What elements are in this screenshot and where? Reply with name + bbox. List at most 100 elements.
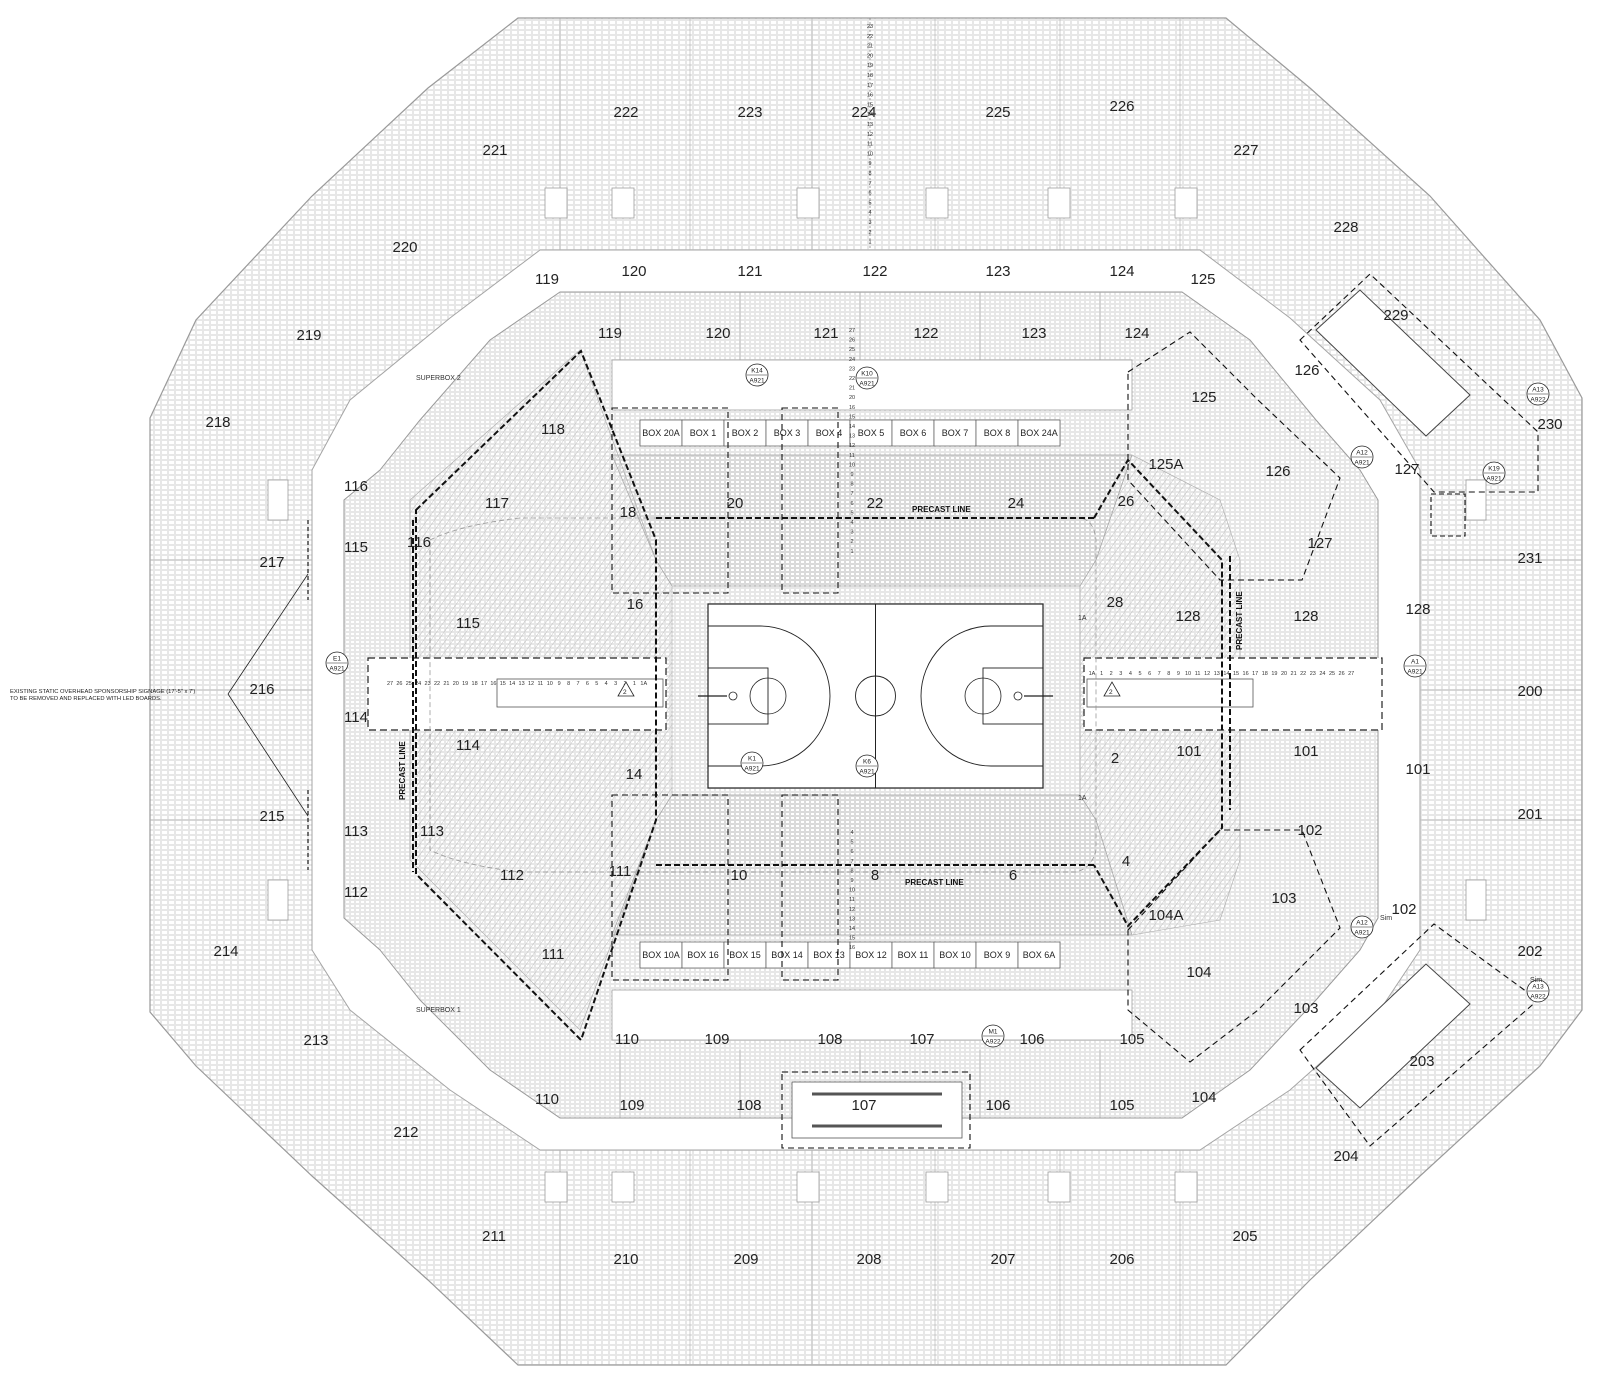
section-label-104: 104	[1186, 964, 1211, 981]
sim-label-2: Sim	[1530, 977, 1542, 984]
suite-box	[891, 419, 935, 447]
detail-tag-bottom: A921	[859, 381, 875, 388]
row-number: 10	[547, 681, 553, 687]
scope-box-m1	[781, 1071, 971, 1149]
row-number: 7	[868, 181, 871, 187]
section-label-221: 221	[482, 142, 507, 159]
floor-boundary	[429, 517, 1097, 873]
row-number: 1	[633, 681, 636, 687]
row-number: 26	[849, 338, 855, 344]
section-label-125: 125	[1190, 271, 1215, 288]
row-number: 12	[528, 681, 534, 687]
superbox-1-label: SUPERBOX 1	[416, 1007, 461, 1014]
row-number: 19	[462, 681, 468, 687]
section-label-121: 121	[813, 325, 838, 342]
row-number: 2	[868, 230, 871, 236]
section-label-116: 116	[407, 534, 431, 551]
suite-box	[1017, 941, 1061, 969]
row-number: 14	[509, 681, 515, 687]
section-label-108: 108	[817, 1031, 842, 1048]
suite-box-label: BOX 6A	[1023, 950, 1056, 960]
row-number: 8	[850, 482, 853, 488]
suite-box-label: BOX 13	[813, 950, 845, 960]
floor-section-label-4: 4	[1122, 853, 1130, 870]
row-number: 11	[867, 142, 873, 148]
section-label-122: 122	[862, 263, 887, 280]
section-label-127: 127	[1307, 535, 1332, 552]
section-label-124: 124	[1124, 325, 1149, 342]
row-number: 21	[443, 681, 449, 687]
section-label-207: 207	[990, 1251, 1015, 1268]
section-label-114: 114	[456, 737, 480, 754]
section-label-112: 112	[344, 884, 368, 901]
row-number: 22	[849, 376, 855, 382]
row-number: 13	[1214, 671, 1220, 677]
row-number: 16	[1243, 671, 1249, 677]
section-label-126: 126	[1265, 463, 1290, 480]
row-number: 11	[1195, 671, 1201, 677]
signage-leaders	[227, 520, 309, 870]
row-number: 24	[849, 357, 855, 363]
section-label-211: 211	[482, 1228, 506, 1245]
row-number: 15	[1233, 671, 1239, 677]
row-1a-top: 1A	[1078, 615, 1087, 622]
scope-outlines	[412, 273, 1539, 1149]
lower-aisles	[619, 292, 1101, 1118]
detail-tag-top: E1	[333, 656, 341, 663]
row-number: 5	[850, 510, 853, 516]
suite-box-label: BOX 3	[774, 428, 801, 438]
section-label-125: 125	[1191, 389, 1216, 406]
suite-box-label: BOX 16	[687, 950, 719, 960]
section-label-116: 116	[344, 478, 368, 495]
row-number: 8	[850, 868, 853, 874]
section-label-119: 119	[598, 325, 622, 342]
floor-section-label-14: 14	[626, 766, 643, 783]
scope-box-k19	[1430, 493, 1466, 537]
section-label-105: 105	[1109, 1097, 1134, 1114]
row-number: 6	[868, 191, 871, 197]
suite-box-label: BOX 2	[732, 428, 759, 438]
row-number: 4	[605, 681, 608, 687]
row-number: 1	[1100, 671, 1103, 677]
suite-box-label: BOX 12	[855, 950, 887, 960]
floor-seating-top	[611, 454, 1133, 587]
row-number: 21	[849, 386, 855, 392]
floor-section-label-111: 111	[609, 863, 632, 880]
row-number: 12	[867, 132, 873, 138]
suite-box-label: BOX 10A	[642, 950, 680, 960]
row-number: 3	[614, 681, 617, 687]
signage-note-line-2: TO BE REMOVED AND REPLACED WITH LED BOAR…	[10, 696, 162, 702]
row-number: 26	[396, 681, 402, 687]
section-label-229: 229	[1383, 307, 1408, 324]
row-number: 17	[1252, 671, 1258, 677]
suite-box-label: BOX 24A	[1020, 428, 1058, 438]
section-label-107: 107	[909, 1031, 934, 1048]
row-number: 19	[867, 63, 873, 69]
section-label-212: 212	[393, 1124, 418, 1141]
row-number: 6	[850, 501, 853, 507]
row-number: 3	[1119, 671, 1122, 677]
section-label-204: 204	[1333, 1148, 1358, 1165]
row-number: 3	[850, 530, 853, 536]
row-number: 27	[849, 328, 855, 334]
superboxes	[1315, 289, 1471, 1109]
row-number: 23	[849, 366, 855, 372]
section-label-101: 101	[1176, 743, 1201, 760]
row-number: 7	[850, 491, 853, 497]
row-number: 27	[387, 681, 393, 687]
section-label-227: 227	[1233, 142, 1258, 159]
row-number: 21	[867, 44, 873, 50]
detail-tag-top: K10	[861, 371, 873, 378]
scope-229	[1299, 273, 1539, 493]
row-number: 24	[415, 681, 421, 687]
section-label-225: 225	[985, 104, 1010, 121]
section-label-128: 128	[1175, 608, 1200, 625]
floor-section-label-18: 18	[620, 504, 637, 521]
left-aisle-tunnel	[496, 678, 664, 708]
suite-box	[807, 419, 851, 447]
row-number: 15	[500, 681, 506, 687]
